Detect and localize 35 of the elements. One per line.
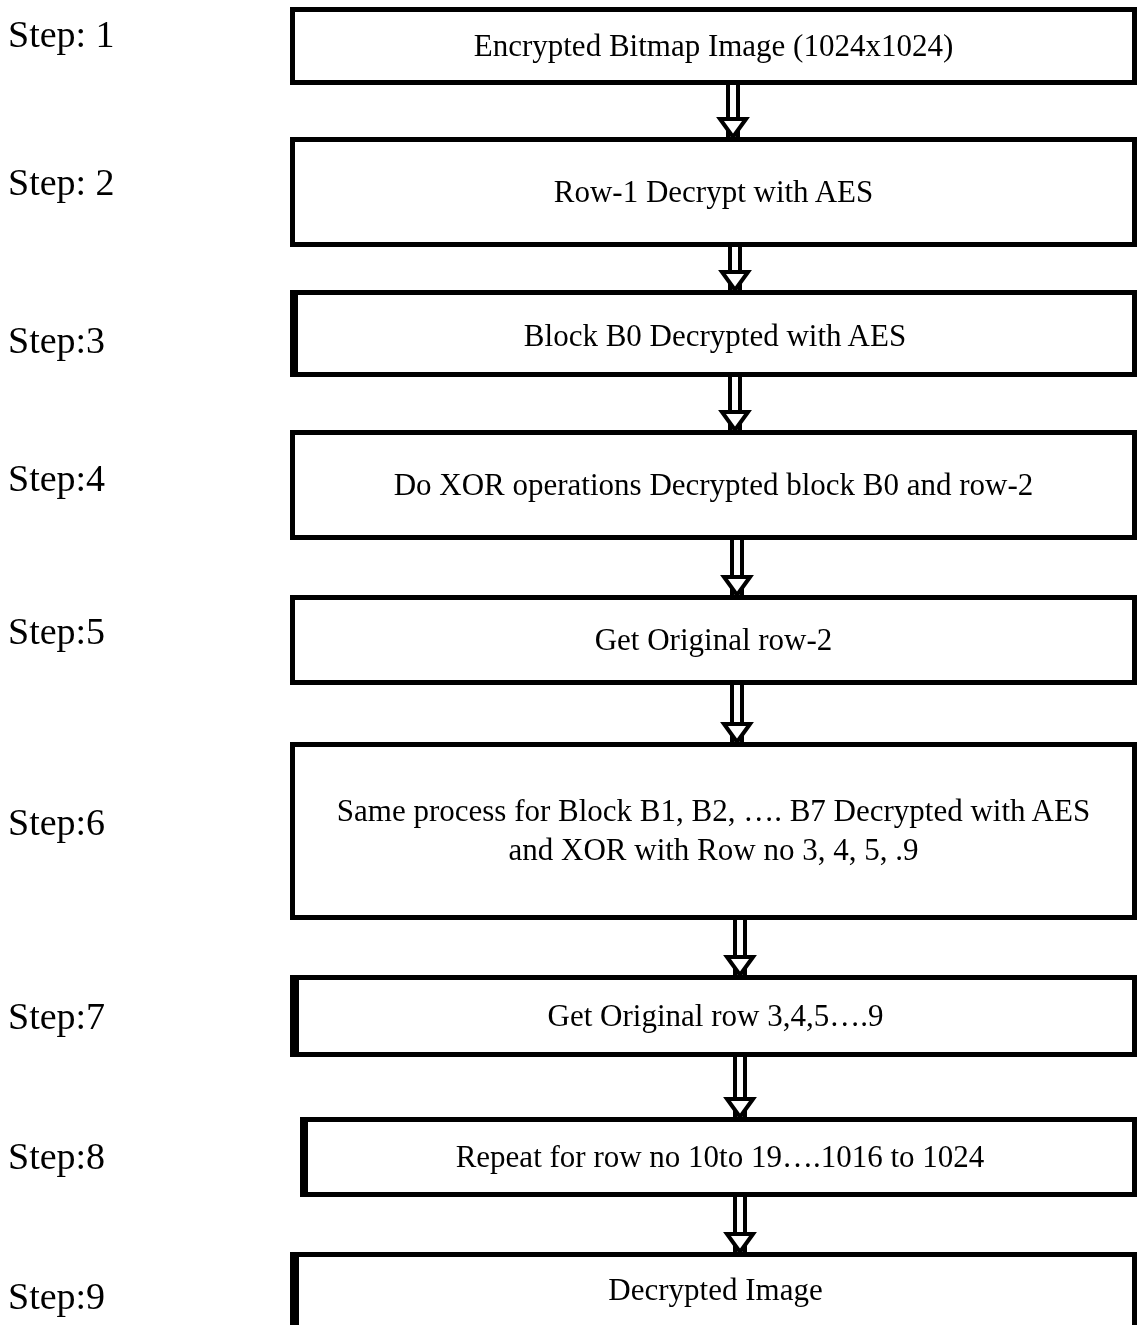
step-label: Step: 2 [8,160,115,204]
block-arrow [722,540,752,597]
step-label: Step:6 [8,800,106,844]
step-label: Step:3 [8,318,106,362]
step-text: Get Original row 3,4,5….9 [546,996,885,1035]
step-text: Encrypted Bitmap Image (1024x1024) [472,26,955,65]
step-label: Step:4 [8,456,106,500]
process-box [290,430,1137,540]
process-box [300,1117,1137,1197]
block-arrow [720,377,750,432]
step-label: Step:7 [8,994,106,1038]
step-label: Step:5 [8,609,106,653]
block-arrow [725,920,755,977]
step-text: Decrypted Image [607,1271,824,1309]
step-label: Step:8 [8,1134,106,1178]
step-text: Block B0 Decrypted with AES [522,317,908,355]
block-arrow [725,1057,755,1119]
process-box [290,290,1137,377]
step-text: Do XOR operations Decrypted block B0 and row-2 [392,465,1035,504]
process-box [290,595,1137,685]
step-text: Same process for Block B1, B2, …. B7 Decrypted with AES and XOR with Row no 3, 4, 5, .9 [335,792,1092,869]
step-text: Row-1 Decrypt with AES [552,172,875,211]
process-box [290,1252,1137,1325]
step-text: Repeat for row no 10to 19….1016 to 1024 [454,1137,986,1176]
block-arrow [718,85,748,139]
block-arrow [722,685,752,744]
step-label: Step: 1 [8,12,115,56]
block-arrow [725,1197,755,1254]
process-box [290,975,1137,1057]
process-box [290,137,1137,247]
process-box [290,742,1137,920]
step-label: Step:9 [8,1274,106,1318]
process-box [290,7,1137,85]
block-arrow [720,247,750,292]
step-text: Get Original row-2 [593,620,834,659]
